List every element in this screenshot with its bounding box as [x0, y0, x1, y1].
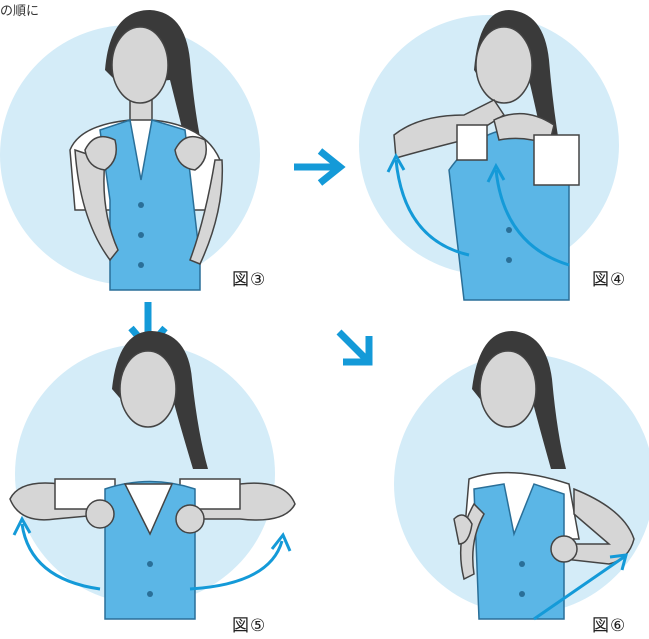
figure-6-illustration [324, 319, 649, 639]
figure-3-panel: 図③ [0, 0, 325, 320]
figure-5-panel: 図⑤ [0, 319, 325, 639]
figure-4-label: 図④ [592, 265, 626, 290]
figure-3-illustration [0, 0, 325, 320]
figure-6-label: 図⑥ [592, 611, 626, 636]
figure-3-label: 図③ [232, 265, 266, 290]
figure-5-label: 図⑤ [232, 611, 266, 636]
figure-5-illustration [0, 319, 325, 639]
figure-4-panel: 図④ [324, 0, 649, 320]
figure-6-panel: 図⑥ [324, 319, 649, 639]
